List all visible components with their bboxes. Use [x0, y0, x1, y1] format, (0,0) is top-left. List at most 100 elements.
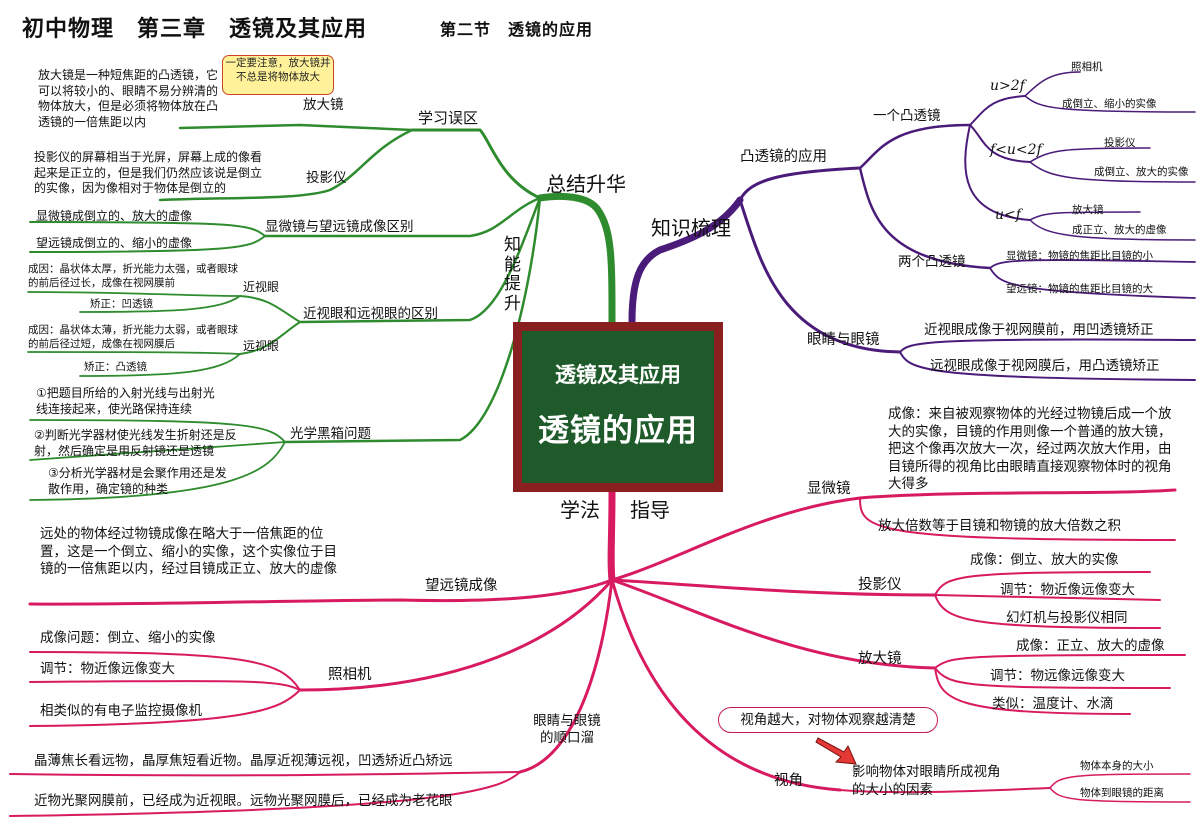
case-cond-1: f<u<2f — [990, 142, 1042, 158]
touying-item-1: 调节：物近像远像变大 — [1000, 582, 1135, 598]
node-fangdajing-pink: 放大镜 — [858, 651, 902, 667]
fangda-item-0: 成像：正立、放大的虚像 — [1016, 638, 1165, 654]
purple-c1-app — [1024, 71, 1081, 97]
yanjing-item-1: 远视眼成像于视网膜后，用凸透镜矫正 — [930, 358, 1160, 374]
pink-sj-factor — [839, 787, 1051, 794]
pink-to-fangda — [610, 578, 937, 670]
green-main-branch — [536, 192, 616, 326]
node-shijiao: 视角 — [774, 773, 803, 789]
text-touying: 投影仪的屏幕相当于光屏，屏幕上成的像看起来是正立的，但是我们仍然应该说是倒立的实… — [34, 150, 263, 196]
shunkou-label-line2: 的顺口溜 — [540, 729, 594, 746]
center-node-inner: 透镜及其应用 透镜的应用 — [522, 331, 714, 483]
case-img-0: 成倒立、缩小的实像 — [1062, 98, 1157, 110]
pink-xw-extra — [859, 497, 1176, 541]
pink-sk-item2 — [9, 771, 521, 817]
green-hx-item3 — [29, 441, 286, 501]
branch-xuefa: 学法 — [560, 498, 600, 522]
pink-zx-item1 — [29, 651, 301, 691]
green-xuexi-to-tyy — [158, 128, 414, 202]
pink-to-wangyuan — [28, 578, 614, 606]
green-hx-item1 — [29, 419, 286, 443]
text-shijiao-factor: 影响物体对眼睛所成视角的大小的因素 — [852, 764, 1001, 798]
purple-one-to-c1 — [969, 95, 1026, 126]
node-yuanshi: 远视眼 — [243, 339, 280, 353]
pink-to-shunkou — [518, 578, 614, 774]
pink-sk-item1 — [9, 771, 521, 777]
pink-fd-item3 — [934, 667, 1131, 715]
purple-c2-img — [1029, 161, 1196, 183]
shijiao-item-0: 物体本身的大小 — [1080, 760, 1154, 772]
branch-zhidao: 指导 — [630, 498, 670, 522]
node-touyingyi: 投影仪 — [858, 577, 902, 593]
touying-item-2: 幻灯机与投影仪相同 — [1006, 610, 1128, 626]
pink-fd-item2 — [934, 667, 1171, 689]
case-cond-0: u>2f — [990, 78, 1025, 94]
purple-to-yanjing — [738, 198, 902, 354]
node-two-lens: 两个凸透镜 — [898, 254, 966, 270]
green-hub-to-heixiang — [283, 196, 542, 444]
fangda-item-1: 调节：物远像远像变大 — [990, 668, 1125, 684]
shunkou-item-0: 晶薄焦长看远物，晶厚焦短看近物。晶厚近视薄远视，凹透矫近凸矫远 — [34, 753, 453, 769]
green-xuexi-to-fdj — [178, 123, 414, 132]
text-jinshi-fix: 矫正：凹透镜 — [90, 298, 153, 310]
heixiang-item-0: ①把题目所给的入射光线与出射光线连接起来，使光路保持连续 — [36, 386, 215, 416]
shijiao-oval-text: 视角越大，对物体观察越清楚 — [740, 712, 916, 728]
heixiang-item-1: ②判断光学器材使光线发生折射还是反射，然后确定是用反射镜还是透镜 — [34, 428, 237, 458]
purple-one-to-c2 — [969, 124, 1031, 163]
pink-main-branch — [607, 488, 616, 584]
shijiao-item-1: 物体到眼镜的距离 — [1080, 787, 1164, 799]
text-wangyuanjing: 远处的物体经过物镜成像在略大于一倍焦距的位置，这是一个倒立、缩小的实像，这个实像… — [40, 526, 337, 578]
text-jinshi-cause: 成因：晶状体太厚，折光能力太强，或者眼球的前后径过长，成像在视网膜前 — [28, 263, 238, 290]
xianwei-item-0: 显微镜成倒立的、放大的虚像 — [36, 209, 193, 223]
purple-main-branch — [628, 196, 744, 326]
pink-to-shijiao — [610, 578, 842, 792]
purple-two-item1 — [989, 259, 1196, 269]
xianwei-extra: 放大倍数等于目镜和物镜的放大倍数之积 — [878, 518, 1121, 534]
green-hub-to-xuexi — [410, 128, 542, 200]
node-heixiang: 光学黑箱问题 — [290, 426, 371, 442]
branch-zongjie: 总结升华 — [546, 172, 626, 196]
green-xianwei-item1 — [29, 221, 266, 237]
purple-one-to-c3 — [964, 124, 1031, 221]
purple-yj-item1 — [899, 338, 1196, 353]
green-yuan-cause — [27, 351, 241, 355]
purple-to-tu — [738, 166, 862, 202]
green-shili-to-yuan — [239, 321, 301, 355]
node-jinshi: 近视眼 — [243, 280, 280, 294]
node-yanjing: 眼睛与眼镜 — [807, 332, 880, 348]
text-yuanshi-cause: 成因：晶状体太薄，折光能力太弱，或者眼球的前后径过短，成像在视网膜后 — [28, 324, 238, 351]
pink-zx-item2 — [29, 679, 301, 691]
page-subtitle: 第二节 透镜的应用 — [440, 20, 594, 39]
node-xuexi: 学习误区 — [418, 109, 479, 127]
pink-sj-item1 — [1049, 773, 1191, 789]
branch-zhineng: 知能提升 — [504, 235, 521, 314]
green-jin-fix — [79, 295, 241, 313]
pink-fd-item1 — [934, 654, 1186, 669]
green-hx-item2 — [29, 441, 286, 461]
pink-ty-item2 — [934, 594, 1161, 601]
zhaoxiang-item-2: 相类似的有电子监控摄像机 — [40, 703, 202, 719]
arrow-down-right-icon — [815, 737, 857, 765]
pink-sj-item2 — [1049, 787, 1191, 803]
node-fangdajing: 放大镜 — [303, 97, 344, 113]
two-item-0: 显微镜：物镜的焦距比目镜的小 — [1006, 250, 1153, 262]
case-img-1: 成倒立、放大的实像 — [1094, 166, 1189, 178]
center-title-line1: 透镜及其应用 — [555, 362, 681, 387]
node-one-lens: 一个凸透镜 — [873, 108, 941, 124]
green-hub-to-shili — [298, 196, 542, 324]
pink-to-zhaoxiang — [298, 578, 614, 692]
case-app-0: 照相机 — [1071, 61, 1103, 73]
node-zhaoxiangji: 照相机 — [328, 667, 372, 683]
page-title: 初中物理 第三章 透镜及其应用 — [22, 17, 368, 42]
shunkou-item-1: 近物光聚网膜前，已经成为近视眼。远物光聚网膜后，已经成为老花眼 — [34, 793, 453, 809]
pink-zx-item3 — [29, 689, 301, 727]
purple-c3-img — [1029, 219, 1196, 241]
green-jin-cause — [27, 291, 241, 297]
purple-c1-img — [1024, 95, 1196, 113]
node-shili: 近视眼和远视眼的区别 — [303, 306, 438, 322]
purple-tu-to-two — [858, 166, 992, 270]
pink-to-touying — [610, 578, 937, 597]
node-xianweijing: 显微镜 — [807, 481, 851, 497]
node-shunkouliu: 眼睛与眼镜 的顺口溜 — [516, 713, 618, 747]
purple-tu-to-one — [858, 123, 972, 170]
